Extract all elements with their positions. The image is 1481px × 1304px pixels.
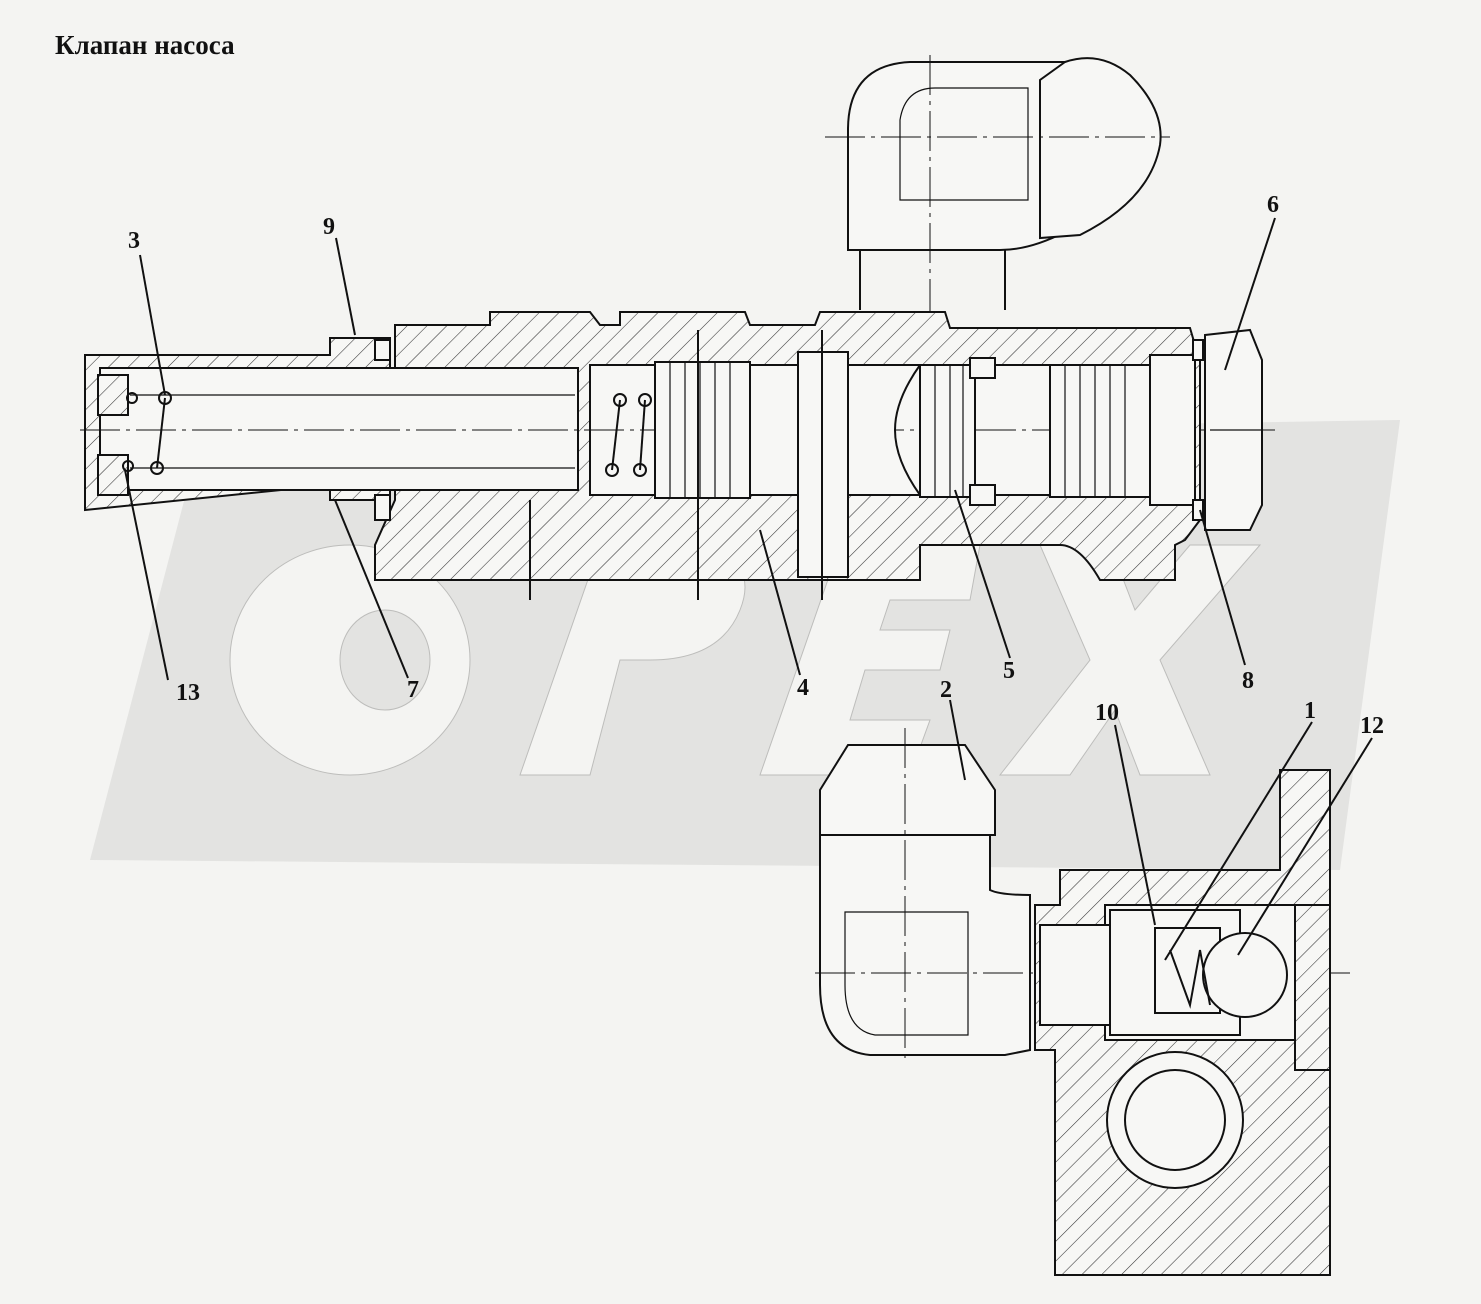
check-valve-block — [1034, 769, 1331, 1276]
callout-8: 8 — [1242, 668, 1254, 694]
callout-9: 9 — [323, 214, 335, 240]
diagram-title: Клапан насоса — [55, 30, 235, 60]
upper-elbow-fitting — [825, 55, 1170, 330]
callouts: 3 9 13 7 4 5 6 8 2 10 1 12 — [124, 192, 1384, 961]
spool-land-right — [919, 357, 996, 506]
callout-3: 3 — [128, 228, 140, 254]
callout-5: 5 — [1003, 658, 1015, 684]
callout-6: 6 — [1267, 192, 1279, 218]
callout-13: 13 — [176, 680, 200, 706]
callout-12: 12 — [1360, 713, 1384, 739]
spool-land-left — [654, 361, 751, 499]
callout-10: 10 — [1095, 700, 1119, 726]
callout-4: 4 — [797, 675, 809, 701]
threaded-plug — [1049, 354, 1196, 506]
callout-2: 2 — [940, 677, 952, 703]
callout-1: 1 — [1304, 698, 1316, 724]
callout-7: 7 — [407, 677, 419, 703]
lower-elbow-fitting — [815, 728, 1350, 1060]
valve-housing — [80, 311, 1275, 600]
